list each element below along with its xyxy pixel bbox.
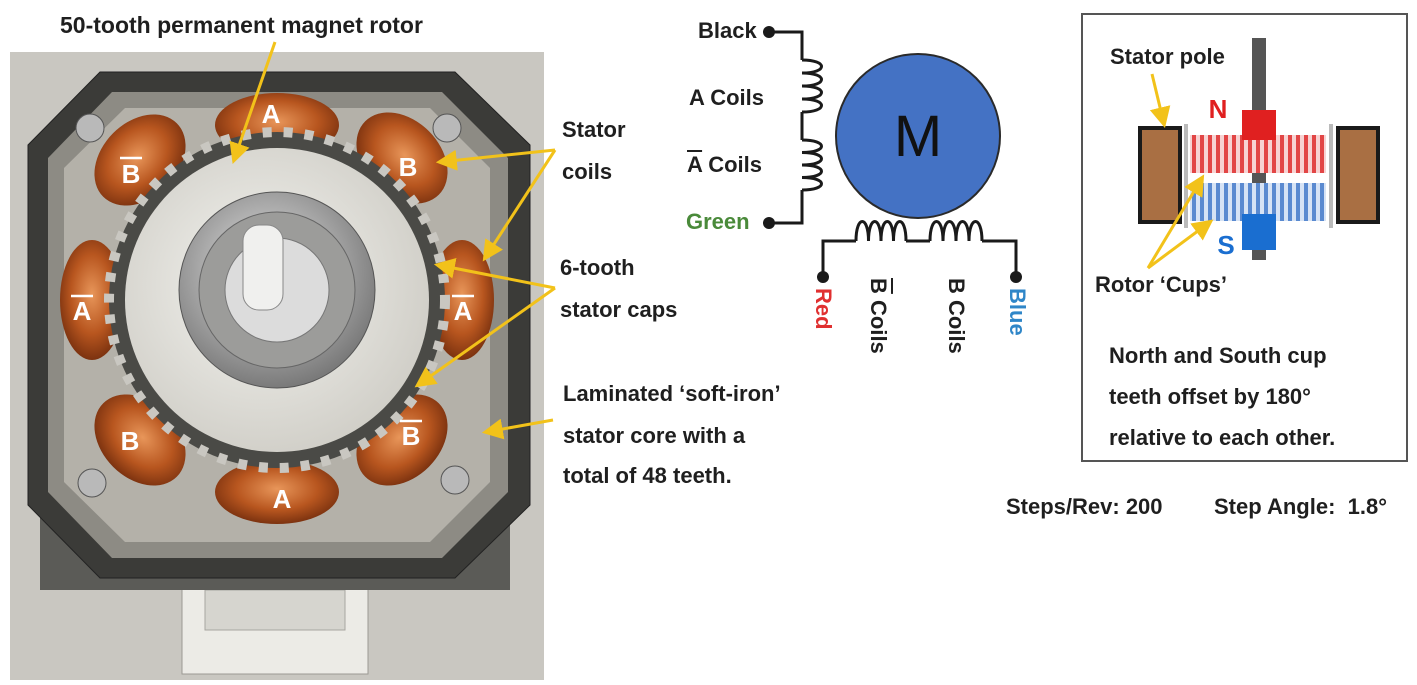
south-pole-letter: S (1217, 230, 1234, 260)
stator-coil (215, 460, 339, 524)
wire-black (769, 30, 804, 60)
screw (75, 113, 105, 143)
wire-green-label: Green (686, 209, 750, 234)
a-coils-prefix: A (689, 85, 705, 110)
south-magnet (1242, 214, 1276, 250)
wire-green (769, 190, 804, 225)
coil-bbar-loops (854, 220, 908, 242)
motor-shaft (242, 224, 284, 311)
cap-arrow (433, 257, 556, 290)
abar-coils-prefix: A (687, 152, 703, 177)
abar-coils-label: A Coils (687, 152, 762, 178)
b-coils-label: B Coils (944, 278, 969, 354)
connector-slot (204, 589, 346, 631)
core-label-line2: stator core with a (563, 423, 746, 448)
coil-overlines (71, 156, 474, 423)
stator-coil (60, 240, 124, 360)
coil-letter: B (402, 421, 421, 451)
coil-a-loops (801, 58, 823, 114)
screw (77, 468, 107, 498)
stator-caps-label-line1: 6-tooth (560, 255, 635, 280)
motor-photo: A B B A A B B A (10, 52, 544, 680)
coil-letter: A (262, 99, 281, 129)
step-angle: Step Angle: 1.8° (1214, 494, 1388, 519)
coil-letter: A (454, 296, 473, 326)
left-stator-pole (1138, 126, 1182, 224)
steps-per-rev: Steps/Rev: 200 (1006, 494, 1163, 519)
stator-coils-label-line1: Stator (562, 117, 626, 142)
a-coils-label: A Coils (689, 85, 764, 111)
coil-letter: A (73, 296, 92, 326)
north-magnet (1242, 110, 1276, 140)
wire-red (821, 239, 856, 277)
coil-letter: B (121, 426, 140, 456)
stator-pole-label: Stator pole (1110, 44, 1225, 69)
wires (769, 30, 1018, 277)
rotor-cups-label: Rotor ‘Cups’ (1095, 272, 1227, 297)
motor-symbol-letter: M (894, 104, 942, 169)
a-coils-suffix: Coils (704, 85, 764, 110)
photo-callout-arrows (229, 41, 557, 440)
inset-caption-line2: teeth offset by 180° (1109, 384, 1311, 409)
core-arrow (481, 418, 554, 440)
north-cup (1190, 135, 1326, 173)
wire-black-label: Black (698, 18, 757, 43)
coil-letter: A (273, 484, 292, 514)
wiring-diagram: M (763, 26, 1022, 283)
bbar-coils-suffix: Coils (866, 293, 891, 354)
coil-letter: B (399, 152, 418, 182)
rotor-teeth-gaps (104, 127, 450, 473)
cap-arrow (414, 286, 556, 388)
north-pole-letter: N (1209, 94, 1228, 124)
cup-arrow (1147, 219, 1214, 270)
stator-pole-arrow (1149, 73, 1171, 129)
coil-arrow (435, 148, 556, 171)
inset-caption-line1: North and South cup (1109, 343, 1327, 368)
cup-arrow (1146, 174, 1205, 269)
wire-blue-label: Blue (1005, 288, 1030, 336)
core-label-line3: total of 48 teeth. (563, 463, 732, 488)
coil-letter: B (122, 159, 141, 189)
rotor-inset-panel: N S (1081, 13, 1408, 462)
inset-arrows (1146, 73, 1214, 270)
screw (432, 113, 462, 143)
stator-coils-label-line2: coils (562, 159, 613, 184)
screw (440, 465, 470, 495)
rotor-callout-label: 50-tooth permanent magnet rotor (60, 12, 423, 38)
bbar-coils-label: B Coils (865, 278, 891, 354)
abar-coils-suffix: Coils (702, 152, 762, 177)
inset-caption-line3: relative to each other. (1109, 425, 1336, 450)
wire-blue (982, 239, 1018, 277)
coil-b-loops (928, 220, 984, 242)
wire-red-label: Red (811, 288, 836, 330)
coil-letter-labels: A B B A A B B A (73, 99, 473, 514)
core-label-line1: Laminated ‘soft-iron’ (563, 381, 781, 406)
stator-caps-label-line2: stator caps (560, 297, 678, 322)
right-stator-pole (1336, 126, 1380, 224)
coil-arrow (482, 149, 557, 262)
bbar-coils-prefix: B (866, 278, 891, 294)
motor-symbol-circle (835, 53, 1001, 219)
rotor-arrow (229, 41, 277, 164)
coil-abar-loops (801, 138, 823, 192)
